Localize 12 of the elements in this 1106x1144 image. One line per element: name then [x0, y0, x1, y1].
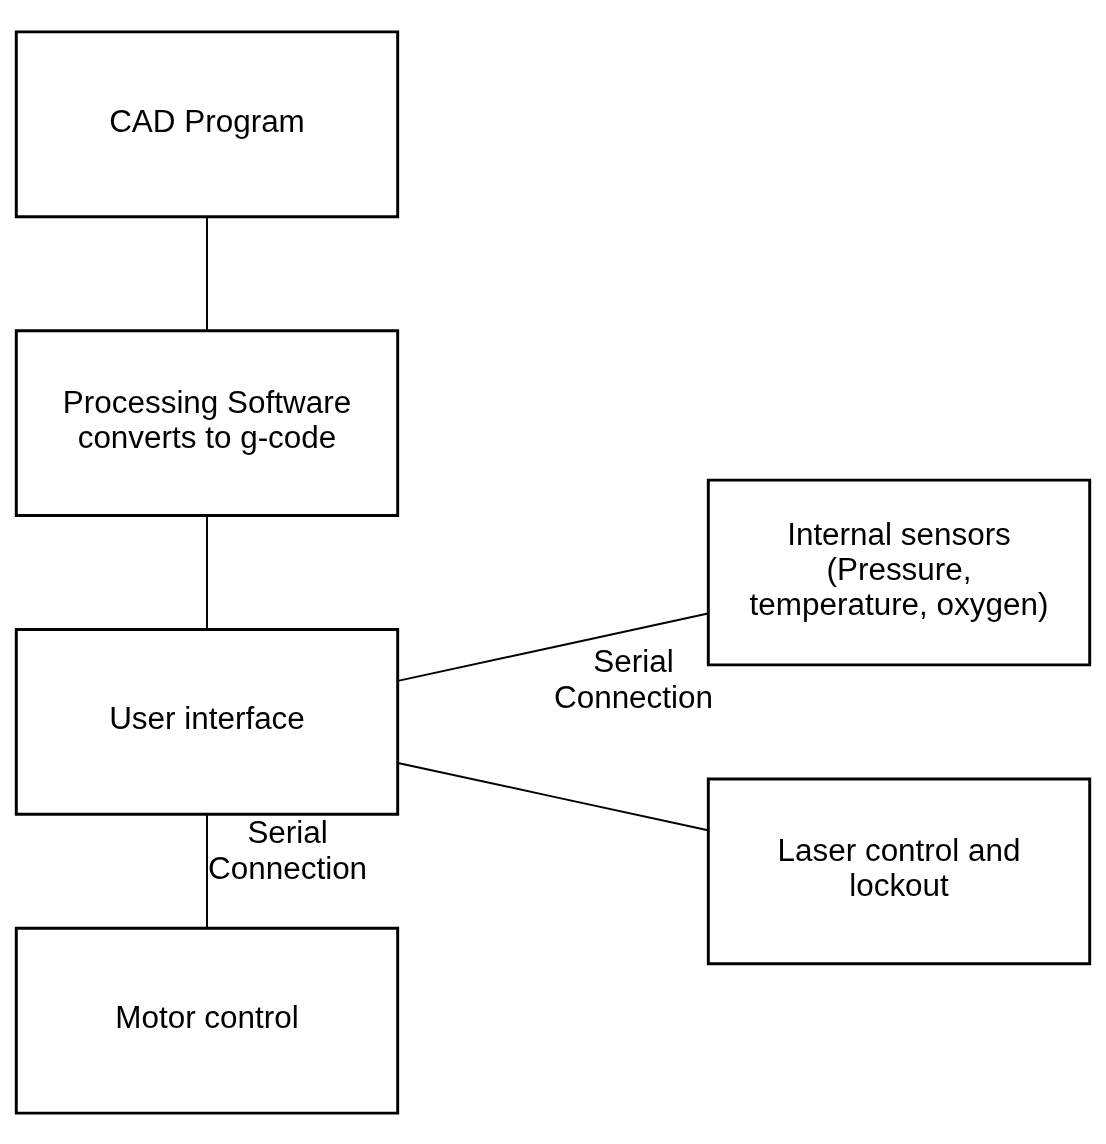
- node-box: Laser control and lockout: [706, 776, 1092, 965]
- connector: [206, 514, 208, 630]
- node-box: Motor control: [14, 926, 400, 1115]
- node-box: Internal sensors (Pressure, temperature, oxygen): [706, 478, 1092, 666]
- node-box: User interface: [14, 627, 400, 816]
- connector: [206, 215, 208, 331]
- connector: [396, 761, 709, 831]
- node-box: CAD Program: [14, 29, 400, 218]
- connector: [206, 813, 208, 929]
- node-box: Processing Software converts to g-code: [14, 328, 400, 517]
- connector: [396, 612, 709, 682]
- edge-label: Serial Connection: [208, 814, 368, 886]
